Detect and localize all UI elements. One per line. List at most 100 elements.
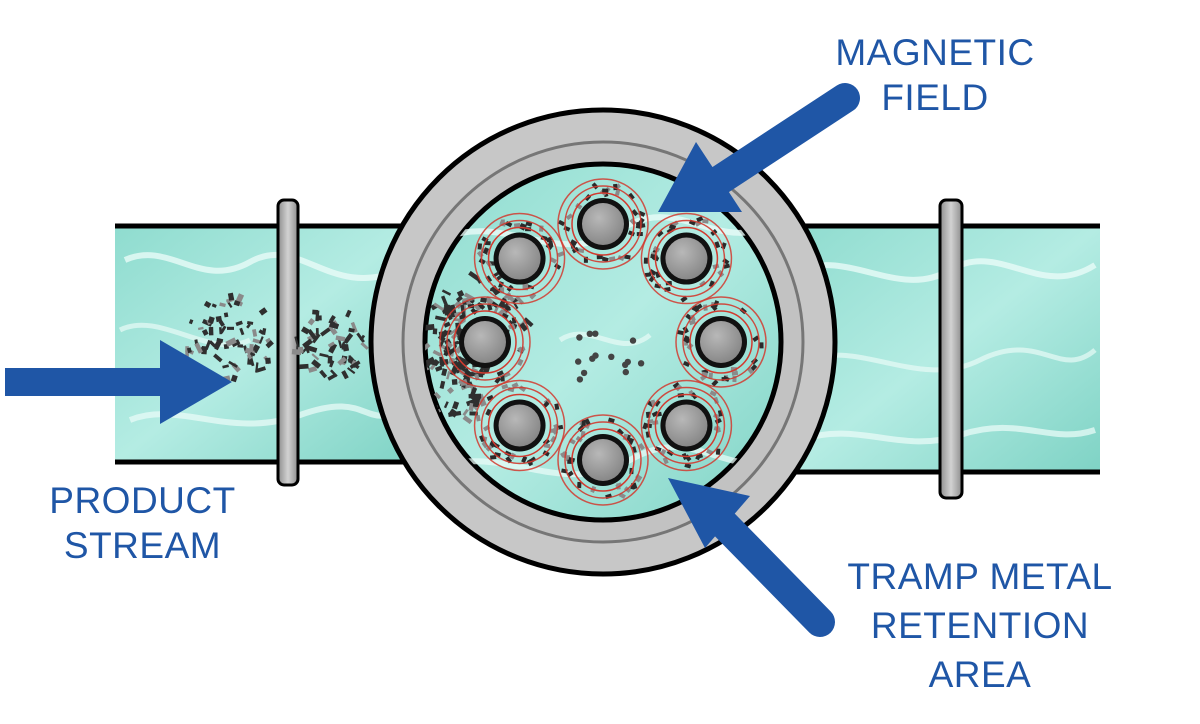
metal-particle (219, 327, 223, 335)
captured-metal-particle (614, 189, 621, 196)
magnetic-field-ring (480, 386, 559, 465)
magnetic-field-ring (571, 428, 635, 492)
tramp-metal-particles-inlet (185, 292, 369, 383)
fine-particle (580, 369, 588, 377)
metal-particle (233, 300, 241, 307)
magnet-tube (473, 379, 566, 472)
magnetic-field-ring (557, 178, 649, 270)
metal-particle (246, 353, 253, 360)
metal-particle (448, 408, 459, 418)
captured-metal-particle (577, 481, 582, 489)
metal-particle (297, 346, 304, 354)
metal-particle (360, 341, 369, 350)
captured-metal-particle (714, 241, 721, 249)
captured-metal-particle (631, 209, 639, 217)
metal-particle (439, 380, 446, 389)
captured-metal-particle (638, 210, 646, 217)
metal-particle (237, 344, 244, 348)
magnet-tube (473, 212, 566, 305)
magnet-tube-array (439, 178, 767, 506)
captured-metal-particle (549, 257, 557, 264)
label-line: FIELD (881, 77, 989, 119)
magnetic-field-ring (487, 393, 552, 458)
magnetic-field-label: MAGNETIC FIELD (800, 30, 1070, 120)
captured-metal-particle (759, 342, 764, 349)
captured-metal-particle (601, 256, 609, 263)
captured-metal-particle (684, 463, 692, 469)
captured-metal-particle (616, 428, 624, 436)
magnet-tube (640, 379, 733, 472)
captured-metal-particle (622, 433, 629, 441)
metal-particle (215, 315, 223, 323)
metal-particle (201, 329, 209, 336)
metal-particle (356, 332, 365, 343)
metal-particle (194, 342, 203, 354)
captured-metal-particle (584, 418, 591, 426)
metal-particle (342, 344, 350, 352)
magnet-tube-core (700, 321, 742, 363)
metal-particle (315, 310, 320, 322)
metal-particle (468, 402, 475, 412)
metal-particle (330, 369, 338, 378)
captured-metal-particle (501, 383, 509, 390)
metal-particle (307, 329, 317, 340)
metal-particle (435, 365, 443, 372)
metal-particle (249, 351, 256, 357)
captured-metal-particle (624, 254, 631, 260)
label-line: STREAM (63, 525, 222, 567)
metal-particle (458, 379, 467, 386)
metal-particle (213, 353, 223, 363)
magnetic-field-ring (682, 303, 760, 381)
magnet-tube (675, 296, 767, 388)
metal-particle (348, 327, 355, 333)
metal-particle (523, 317, 534, 328)
metal-particle (329, 314, 336, 323)
captured-metal-particle (503, 371, 511, 378)
metal-particle (227, 326, 234, 330)
metal-particle (455, 295, 463, 303)
fine-particle (624, 358, 631, 366)
fine-particle (586, 330, 593, 337)
metal-particle (319, 369, 328, 379)
metal-particle (211, 303, 217, 308)
fine-particle (637, 360, 645, 367)
captured-metal-particle (581, 419, 586, 427)
metal-particle (235, 320, 243, 327)
captured-metal-particle (680, 295, 688, 303)
magnet-tube-core (582, 203, 624, 245)
metal-particle (455, 322, 462, 336)
metal-particle (453, 340, 460, 346)
magnetic-field-ring (640, 379, 733, 472)
captured-metal-particle (505, 456, 513, 464)
metal-particle (480, 297, 487, 303)
magnetic-field-ring (640, 212, 733, 305)
magnet-tube-core (498, 404, 541, 447)
magnet-tube (557, 414, 649, 506)
captured-metal-particle (638, 442, 645, 451)
metal-particle (312, 333, 321, 344)
captured-metal-particle (629, 218, 637, 226)
metal-particle (223, 312, 229, 318)
magnetic-field-ring (647, 386, 726, 465)
magnet-tube-core (665, 404, 708, 447)
captured-metal-particle (575, 202, 583, 210)
captured-metal-particle (644, 272, 652, 278)
metal-particle (432, 328, 438, 335)
metal-particle (335, 335, 346, 342)
metal-particle (255, 362, 259, 373)
metal-particle (228, 360, 238, 368)
captured-metal-particle (722, 375, 730, 382)
captured-metal-particle (731, 370, 739, 376)
metal-particle (341, 370, 349, 380)
captured-metal-particle (481, 441, 489, 449)
metal-particle (328, 342, 338, 354)
metal-particle (350, 321, 358, 333)
captured-metal-particle (651, 410, 659, 418)
captured-metal-particle (669, 223, 677, 230)
metal-particle (451, 378, 458, 385)
captured-metal-particle (723, 263, 731, 269)
captured-metal-particle (521, 455, 528, 463)
metal-particle (432, 349, 442, 357)
captured-metal-particle (709, 390, 717, 397)
